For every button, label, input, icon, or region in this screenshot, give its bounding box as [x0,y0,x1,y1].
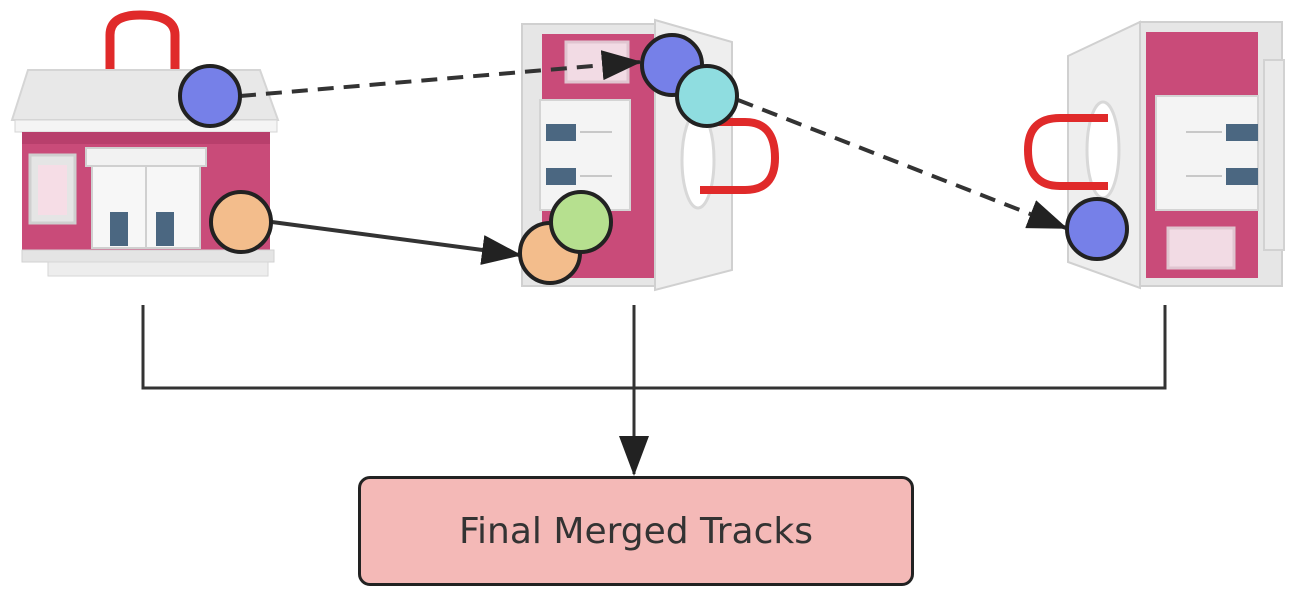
final-merged-tracks-box: Final Merged Tracks [358,476,914,586]
merge-connector [141,305,1167,390]
orange-track-edge [271,220,522,265]
final-merged-tracks-label: Final Merged Tracks [458,510,814,552]
blue-track-node [178,64,242,128]
cyan-track-node [675,64,739,128]
bank-vault-open-icon [1023,20,1285,290]
orange-track-node [209,190,273,254]
blue-track-edge-1 [239,50,642,98]
green-track-node [549,190,613,254]
blue-track-node [1065,197,1129,261]
blue-track-edge-2 [737,98,1068,230]
padlock-icon [105,10,180,85]
padlock-icon [1023,114,1108,190]
padlock-icon [700,118,780,194]
